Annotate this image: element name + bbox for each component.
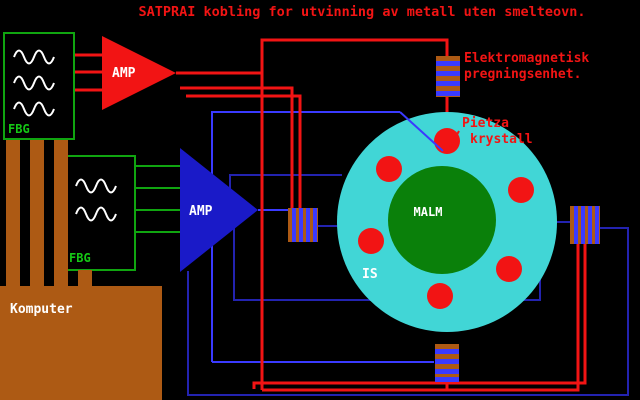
coil-stripe	[435, 377, 459, 382]
coil-stripe	[436, 71, 460, 76]
wire-segment	[187, 227, 629, 396]
wire-segment	[260, 38, 449, 390]
function-generator-2: FBG	[64, 155, 136, 271]
sine-wave-icon	[13, 75, 55, 91]
bus-bar	[6, 140, 20, 286]
wiring-red	[176, 38, 587, 392]
coil-stripe	[435, 349, 459, 354]
amplifier-blue: AMP	[180, 148, 258, 272]
crystal-pointer-line	[449, 130, 460, 148]
bus-bar	[54, 140, 68, 286]
coil-left	[288, 208, 318, 242]
piezo-crystal	[376, 156, 402, 182]
coil-stripe	[435, 369, 459, 374]
piezo-crystal	[508, 177, 534, 203]
ore-label: MALM	[414, 205, 443, 219]
coil-stripe	[436, 81, 460, 86]
generator1-feed-lines	[74, 53, 104, 92]
piezo-crystal	[358, 228, 384, 254]
coil-stripe	[574, 206, 578, 244]
wire-segment	[252, 243, 587, 389]
coil-stripe	[435, 359, 459, 364]
bus-bar	[30, 140, 44, 286]
coil-stripe	[299, 208, 303, 242]
crystal-label: Pietza krystall	[462, 116, 533, 147]
sine-wave-icon	[75, 178, 117, 194]
generator2-feed-lines	[135, 165, 184, 233]
amplifier-red: AMP	[102, 36, 176, 110]
coil-stripe	[588, 206, 592, 244]
wire-segment	[211, 111, 400, 362]
amp-label: AMP	[189, 204, 213, 219]
generator-label: FBG	[69, 251, 91, 265]
wire-segment	[262, 243, 580, 392]
page-title: SATPRAI kobling for utvinning av metall …	[138, 4, 585, 20]
crystal-label-line2: krystall	[470, 132, 533, 147]
computer-unit: Komputer	[0, 286, 162, 400]
ice-label: IS	[362, 267, 378, 282]
overlay-wires	[399, 111, 460, 152]
crystal-label-line1: Pietza	[462, 116, 509, 131]
coil-top	[436, 56, 460, 97]
ore-core	[388, 166, 496, 274]
coil-stripe	[436, 91, 460, 96]
wire-segment	[399, 111, 444, 152]
reactor: MALM IS	[337, 112, 557, 332]
electromagnet-label: Elektromagnetisk pregningsenhet.	[464, 51, 589, 82]
computer-box	[0, 286, 162, 400]
computer-bus-bars	[6, 140, 92, 286]
bus-bar	[78, 270, 92, 286]
piezo-crystal	[427, 283, 453, 309]
sine-wave-icon	[75, 206, 117, 222]
wire-segment	[186, 94, 302, 209]
sine-wave-icon	[13, 101, 55, 117]
function-generator-1: FBG	[3, 32, 75, 140]
sine-wave-icon	[13, 49, 55, 65]
coil-stripe	[306, 208, 310, 242]
computer-label: Komputer	[10, 302, 73, 317]
piezo-crystal	[496, 256, 522, 282]
coil-stripe	[595, 206, 599, 244]
amp-label: AMP	[112, 66, 136, 81]
wire-segment	[180, 86, 294, 209]
piezo-crystal	[434, 128, 460, 154]
amp-triangle	[102, 36, 176, 110]
coil-stripe	[313, 208, 317, 242]
coil-stripe	[436, 61, 460, 66]
amp-triangle	[180, 148, 258, 272]
coil-bottom	[435, 344, 459, 382]
coil-stripe	[292, 208, 296, 242]
electromagnet-label-line1: Elektromagnetisk	[464, 51, 589, 66]
electromagnet-label-line2: pregningsenhet.	[464, 67, 581, 82]
coil-right	[570, 206, 600, 244]
generator-label: FBG	[8, 122, 30, 136]
coil-stripe	[581, 206, 585, 244]
